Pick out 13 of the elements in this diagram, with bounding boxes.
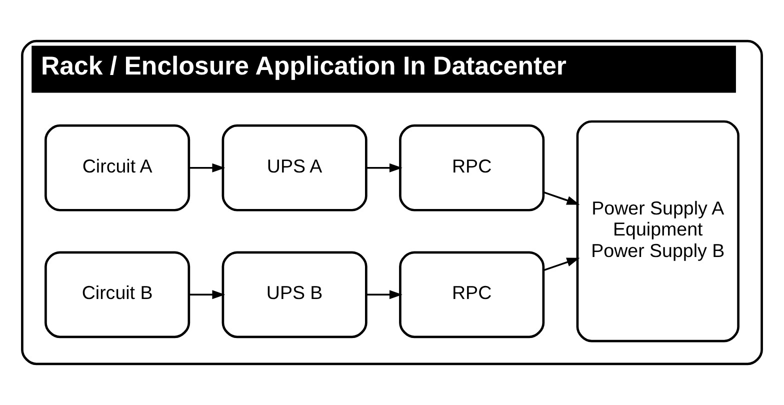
node-box: UPS B — [222, 251, 368, 338]
arrow — [366, 290, 402, 300]
node-box: RPC — [399, 124, 545, 212]
node-box: Power Supply A Equipment Power Supply B — [576, 120, 740, 342]
arrow — [366, 163, 402, 172]
arrow — [543, 191, 580, 205]
node-box: Circuit B — [44, 251, 190, 338]
arrow — [189, 163, 226, 172]
arrow — [543, 258, 580, 272]
node-box: Circuit A — [44, 124, 190, 212]
node-box: RPC — [399, 251, 545, 338]
arrow — [189, 290, 226, 300]
node-box: UPS A — [222, 124, 368, 212]
